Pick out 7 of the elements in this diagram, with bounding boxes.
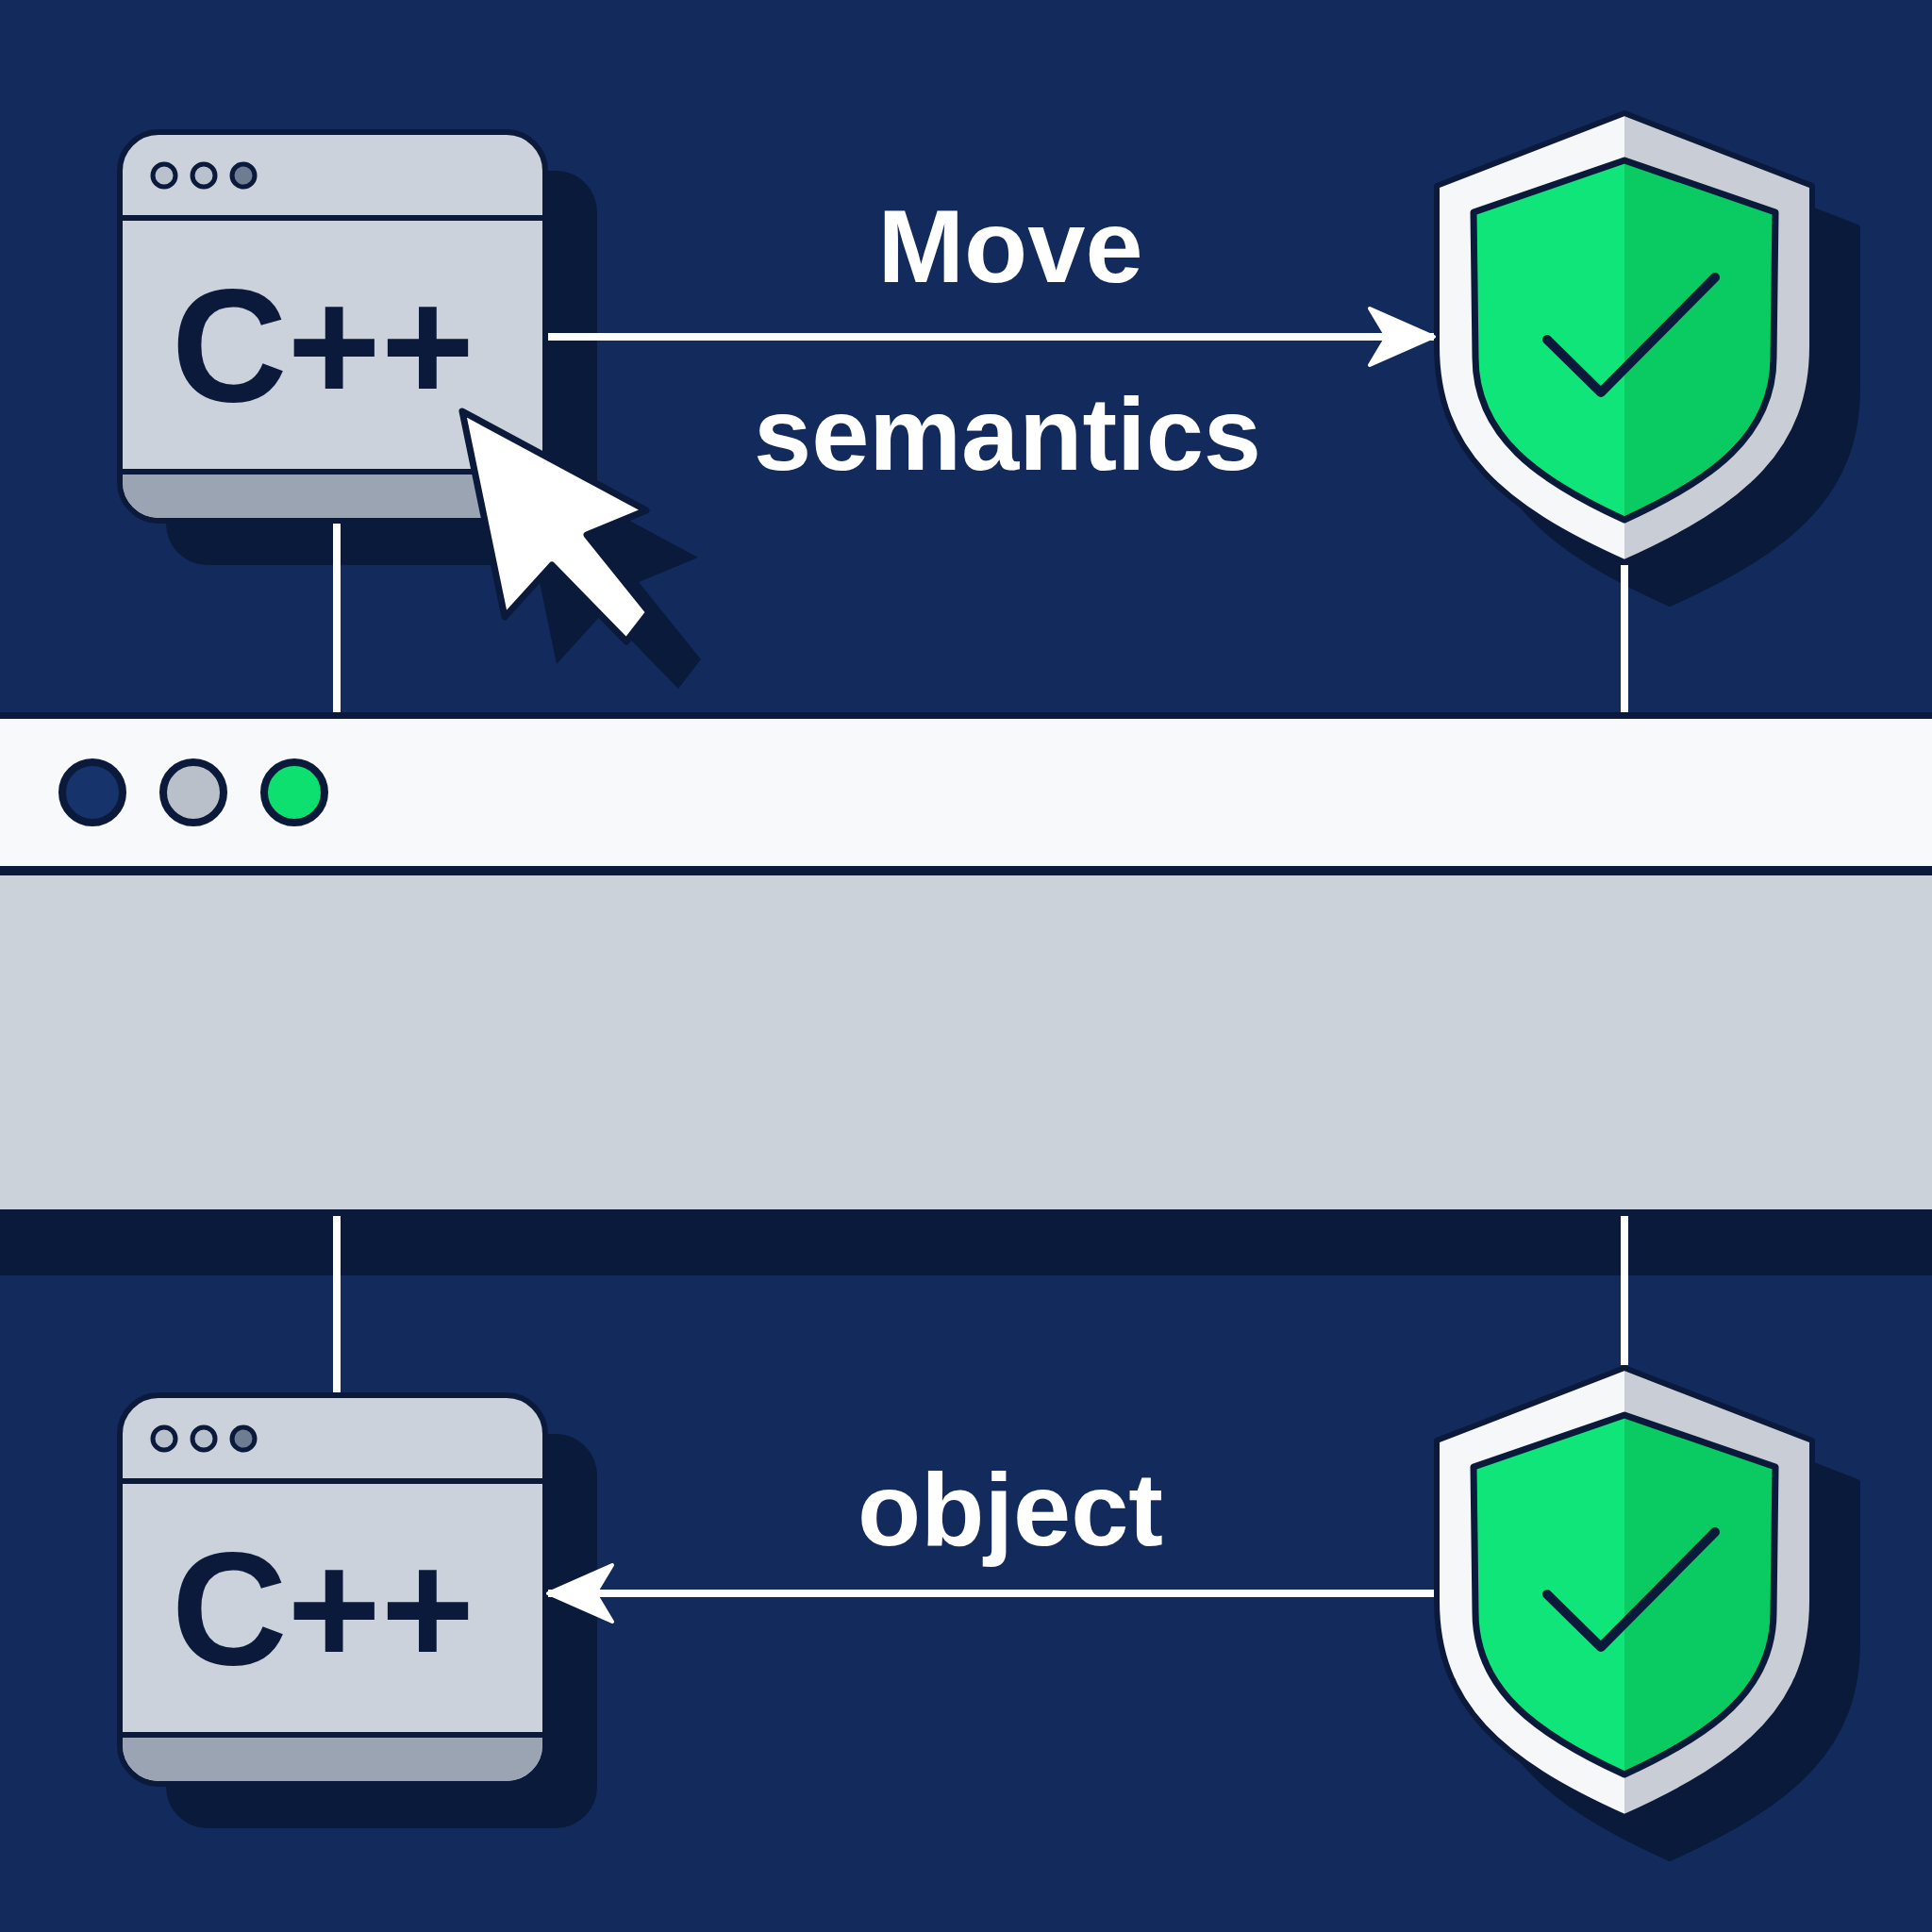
shield-check-icon — [1434, 110, 1815, 565]
card-title: C++ — [171, 280, 475, 409]
card-title: C++ — [171, 1543, 475, 1673]
connector-line — [333, 524, 341, 712]
shield-check-icon — [1434, 1365, 1815, 1820]
arrow — [548, 307, 1436, 367]
connector-line — [333, 1216, 341, 1392]
